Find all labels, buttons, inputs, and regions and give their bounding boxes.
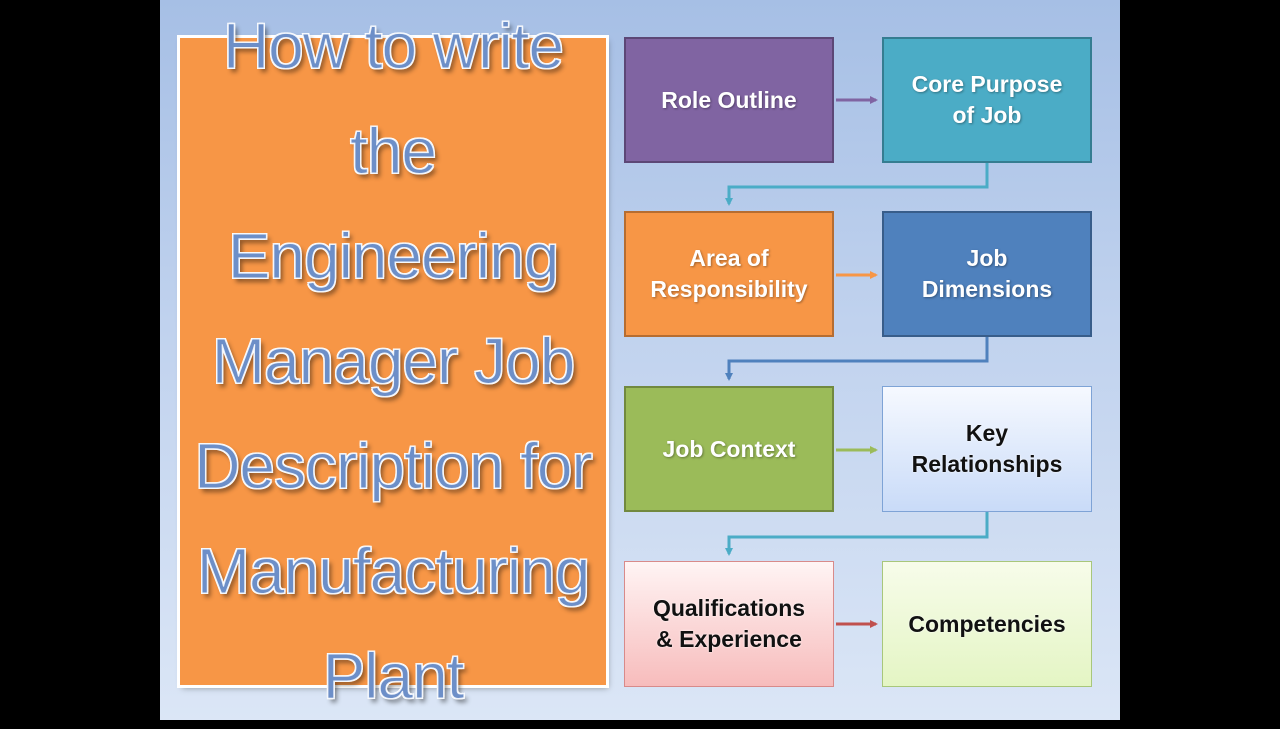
box-label: Relationships [911,451,1063,477]
box-label: Area of [689,245,769,271]
box-label: Qualifications [652,595,806,621]
title-line: the Engineering [227,115,560,293]
title-line: Manager Job [211,325,576,398]
box-competencies: Competencies [882,561,1092,687]
box-label: Job [966,245,1008,271]
box-label: Job Context [662,435,796,462]
title-line: Manufacturing [196,535,591,608]
connector-relationships-to-qualifications [725,512,989,556]
box-area-of-responsibility: Area of Responsibility [624,211,834,337]
box-label: & Experience [656,626,802,652]
box-label: of Job [952,102,1022,128]
box-key-relationships: Key Relationships [882,386,1092,512]
box-label: Role Outline [661,86,797,113]
box-label: Core Purpose [911,71,1063,97]
title-line: How to write [222,10,564,83]
box-label: Key [965,420,1009,446]
title-line: Description for [194,430,594,503]
box-label: Dimensions [921,276,1053,302]
box-core-purpose: Core Purpose of Job [882,37,1092,163]
slide: How to write the Engineering Manager Job… [160,0,1120,720]
box-qualifications-experience: Qualifications & Experience [624,561,834,687]
title-line: Plant [322,640,465,713]
box-job-context: Job Context [624,386,834,512]
box-label: Competencies [908,610,1066,637]
slide-title: How to write the Engineering Manager Job… [180,0,606,729]
box-job-dimensions: Job Dimensions [882,211,1092,337]
box-label: Responsibility [650,276,808,302]
connector-dimensions-to-context [725,337,989,381]
connector-core-to-area [725,163,989,206]
title-panel: How to write the Engineering Manager Job… [180,10,606,713]
box-role-outline: Role Outline [624,37,834,163]
